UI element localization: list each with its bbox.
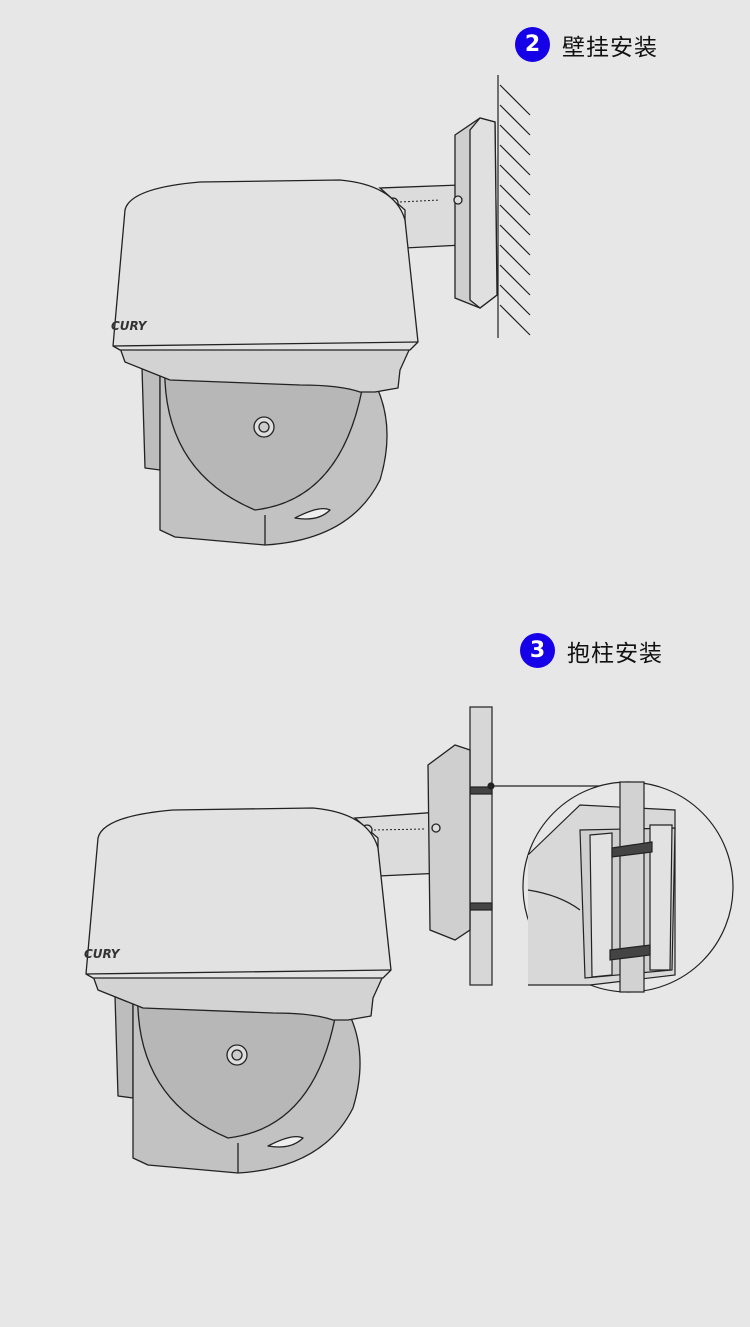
detail-callout <box>487 781 734 993</box>
wall <box>497 75 531 338</box>
step-number-badge: 2 <box>515 27 550 62</box>
pole <box>469 706 493 986</box>
wall-bracket <box>378 117 498 309</box>
wall-mount-illustration: CURY <box>111 75 531 546</box>
brand-logo: CURY <box>84 947 121 961</box>
pole-mount-illustration: CURY <box>84 706 734 1174</box>
brand-logo: CURY <box>111 319 148 333</box>
step-title: 壁挂安装 <box>562 34 658 61</box>
step-title: 抱柱安装 <box>567 640 663 667</box>
camera <box>85 807 392 1174</box>
step-3-heading: 3 抱柱安装 <box>520 633 663 668</box>
camera <box>112 179 419 546</box>
step-number-badge: 3 <box>520 633 555 668</box>
step-2-heading: 2 壁挂安装 <box>515 27 658 62</box>
